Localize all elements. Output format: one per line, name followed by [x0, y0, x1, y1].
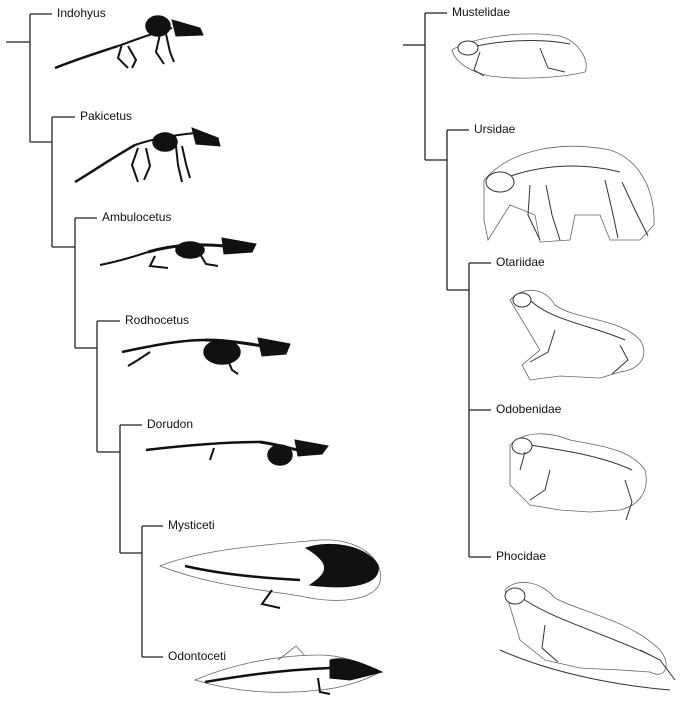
- taxon-label-indohyus: Indohyus: [57, 6, 106, 20]
- ambulocetus-skeleton: [100, 238, 256, 268]
- taxon-label-otariidae: Otariidae: [496, 255, 545, 269]
- taxon-label-dorudon: Dorudon: [147, 417, 193, 431]
- taxon-label-odontoceti: Odontoceti: [168, 649, 226, 663]
- indohyus-skeleton: [55, 16, 203, 68]
- pakicetus-skeleton: [75, 128, 220, 182]
- taxon-label-rodhocetus: Rodhocetus: [125, 313, 189, 327]
- taxon-label-phocidae: Phocidae: [496, 549, 546, 563]
- ursidae-skeleton: [484, 146, 654, 242]
- taxon-label-ursidae: Ursidae: [474, 122, 515, 136]
- taxon-label-odobenidae: Odobenidae: [496, 402, 561, 416]
- odobenidae-skeleton: [510, 434, 646, 520]
- otariidae-skeleton: [510, 290, 644, 380]
- mysticeti-skeleton: [160, 540, 381, 608]
- taxon-label-mysticeti: Mysticeti: [168, 518, 215, 532]
- rodhocetus-skeleton: [122, 338, 290, 374]
- taxon-label-ambulocetus: Ambulocetus: [102, 210, 171, 224]
- taxon-label-mustelidae: Mustelidae: [452, 5, 510, 19]
- phocidae-skeleton: [500, 582, 675, 690]
- dorudon-skeleton: [146, 440, 328, 465]
- mustelidae-skeleton: [452, 34, 586, 78]
- taxon-label-pakicetus: Pakicetus: [80, 109, 132, 123]
- pinniped-tree-lines: [403, 13, 491, 557]
